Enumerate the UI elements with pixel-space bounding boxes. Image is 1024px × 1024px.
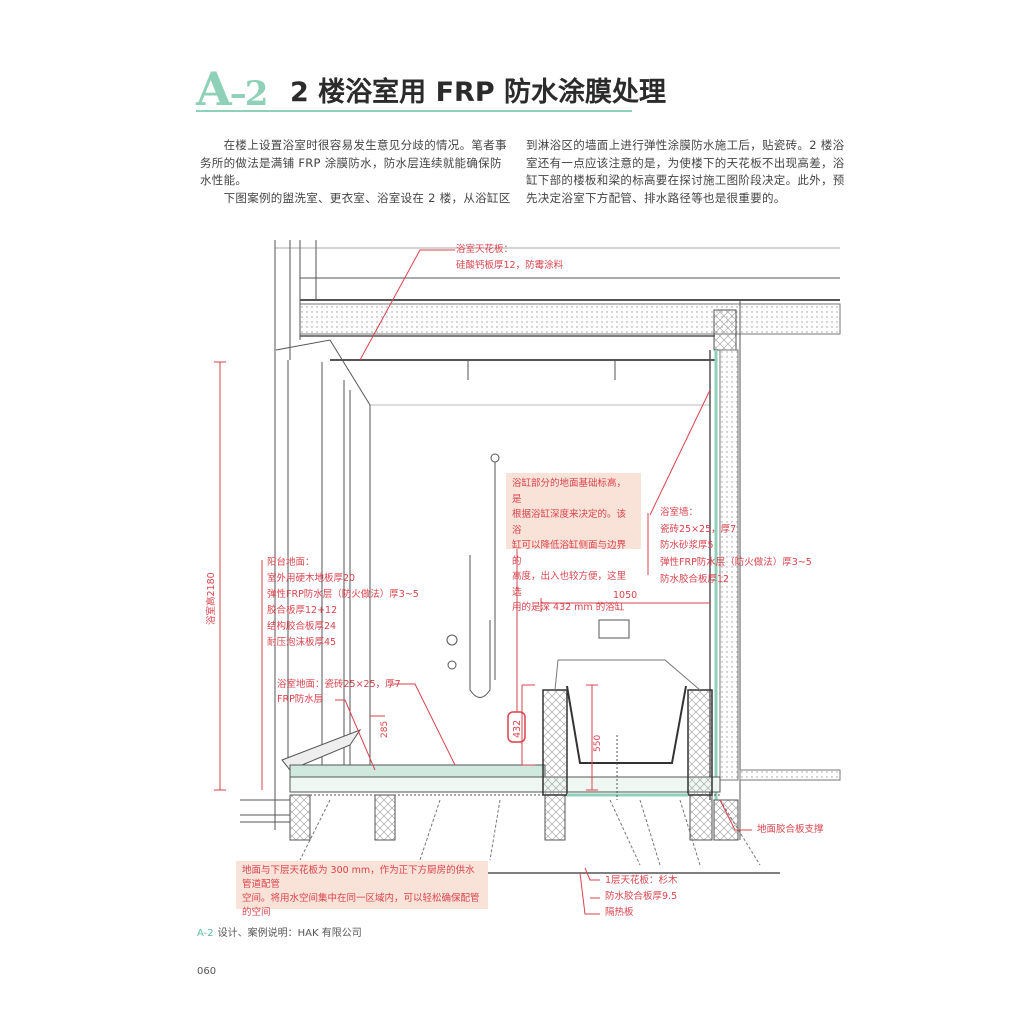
note-line: 地面与下层天花板为 300 mm，作为正下方厨房的供水管道配管 bbox=[242, 865, 475, 890]
footer-credit-text: 设计、案例说明：HAK 有限公司 bbox=[217, 928, 362, 939]
note-line: 缸可以降低浴缸侧面与边界的 bbox=[512, 540, 627, 567]
label-line: 硅酸钙板厚12，防霉涂料 bbox=[456, 260, 564, 271]
note-line: 空间。将用水空间集中在同一区域内，可以轻松确保配管 bbox=[242, 893, 480, 904]
label-line: 防水砂浆厚5 bbox=[660, 540, 714, 552]
floor-note-box: 地面与下层天花板为 300 mm，作为正下方厨房的供水管道配管 空间。将用水空间… bbox=[236, 861, 488, 918]
section-letter: A bbox=[196, 62, 232, 116]
label-line: 耐压泡沫板厚45 bbox=[267, 637, 337, 648]
body-text-left: 在楼上设置浴室时很容易发生意见分歧的情况。笔者事 务所的做法是满铺 FRP 涂膜… bbox=[200, 137, 511, 207]
body-line: 先决定浴室下方配管、排水路径等也是很重要的。 bbox=[526, 190, 786, 205]
body-line: 缸下部的楼板和梁的标高要在探讨施工图阶段决定。此外，预 bbox=[526, 173, 845, 187]
label-line: 胶合板厚12+12 bbox=[267, 605, 338, 616]
dim-tub-step: 432 bbox=[512, 719, 523, 738]
dim-height: 浴室高2180 bbox=[206, 572, 217, 625]
bath-floor-label: 浴室地面：瓷砖25×25，厚7 FRP防水层 bbox=[277, 677, 401, 707]
label-line: 室外用硬木地板厚20 bbox=[267, 573, 356, 584]
section-number: –2 bbox=[229, 74, 269, 114]
label-line: 弹性FRP防水层（防火做法）厚3~5 bbox=[267, 589, 419, 600]
page-title: 2 楼浴室用 FRP 防水涂膜处理 bbox=[290, 77, 667, 108]
label-line: 隔热板 bbox=[605, 907, 634, 918]
dim-floor-step: 285 bbox=[380, 720, 390, 738]
balcony-floor-label: 阳台地面： 室外用硬木地板厚20 弹性FRP防水层（防火做法）厚3~5 胶合板厚… bbox=[267, 555, 419, 651]
label-line: 1层天花板：杉木 bbox=[605, 875, 678, 886]
label-line: 瓷砖25×25，厚7 bbox=[660, 523, 737, 535]
body-line: 到淋浴区的墙面上进行弹性涂膜防水施工后，贴瓷砖。2 楼浴 bbox=[526, 138, 845, 152]
body-line: 水性能。 bbox=[200, 173, 248, 187]
body-line: 下图案例的盥洗室、更衣室、浴室设在 2 楼，从浴缸区 bbox=[200, 190, 511, 205]
footer-code: A-2 bbox=[197, 928, 214, 939]
support-label: 地面胶合板支撑 bbox=[757, 824, 824, 835]
body-line: 室还有一点应该注意的是，为使楼下的天花板不出现高差，浴 bbox=[526, 155, 845, 170]
lower-ceiling-labels: 1层天花板：杉木 防水胶合板厚9.5 隔热板 bbox=[605, 873, 678, 921]
label-line: 浴室地面：瓷砖25×25，厚7 bbox=[277, 679, 401, 690]
title-underline bbox=[196, 110, 632, 112]
note-line: 高度，出入也较方便，这里选 bbox=[512, 571, 627, 598]
label-line: 浴室墙： bbox=[660, 507, 699, 518]
ceiling-label: 浴室天花板： 硅酸钙板厚12，防霉涂料 bbox=[456, 242, 563, 274]
body-text-right: 到淋浴区的墙面上进行弹性涂膜防水施工后，贴瓷砖。2 楼浴 室还有一点应该注意的是… bbox=[526, 137, 845, 207]
label-line: 防水胶合板厚12 bbox=[660, 573, 730, 585]
note-line: 用的是深 432 mm 的浴缸 bbox=[512, 602, 625, 613]
section-mark: A–2 bbox=[196, 62, 269, 119]
label-line: 阳台地面： bbox=[267, 557, 315, 568]
label-line: 弹性FRP防水层（防火做法）厚3~5 bbox=[660, 557, 812, 569]
page-number: 060 bbox=[197, 966, 217, 977]
dim-width: 1050 bbox=[613, 590, 638, 601]
dim-tub-depth: 550 bbox=[593, 734, 603, 752]
label-line: 结构胶合板厚24 bbox=[267, 621, 337, 632]
body-line: 务所的做法是满铺 FRP 涂膜防水，防水层连续就能确保防 bbox=[200, 155, 502, 170]
label-line: 防水胶合板厚9.5 bbox=[605, 891, 678, 902]
note-line: 根据浴缸深度来决定的。该浴 bbox=[512, 509, 627, 536]
label-line: 浴室天花板： bbox=[456, 244, 514, 255]
note-line: 的空间 bbox=[242, 907, 271, 918]
label-line: FRP防水层 bbox=[277, 694, 324, 705]
note-line: 浴缸部分的地面基础标高，是 bbox=[512, 478, 627, 505]
wall-label: 浴室墙： 瓷砖25×25，厚7 防水砂浆厚5 弹性FRP防水层（防火做法）厚3~… bbox=[660, 505, 812, 589]
body-line: 在楼上设置浴室时很容易发生意见分歧的情况。笔者事 bbox=[200, 138, 507, 152]
tub-note-box: 浴缸部分的地面基础标高，是 根据浴缸深度来决定的。该浴 缸可以降低浴缸侧面与边界… bbox=[506, 473, 641, 613]
